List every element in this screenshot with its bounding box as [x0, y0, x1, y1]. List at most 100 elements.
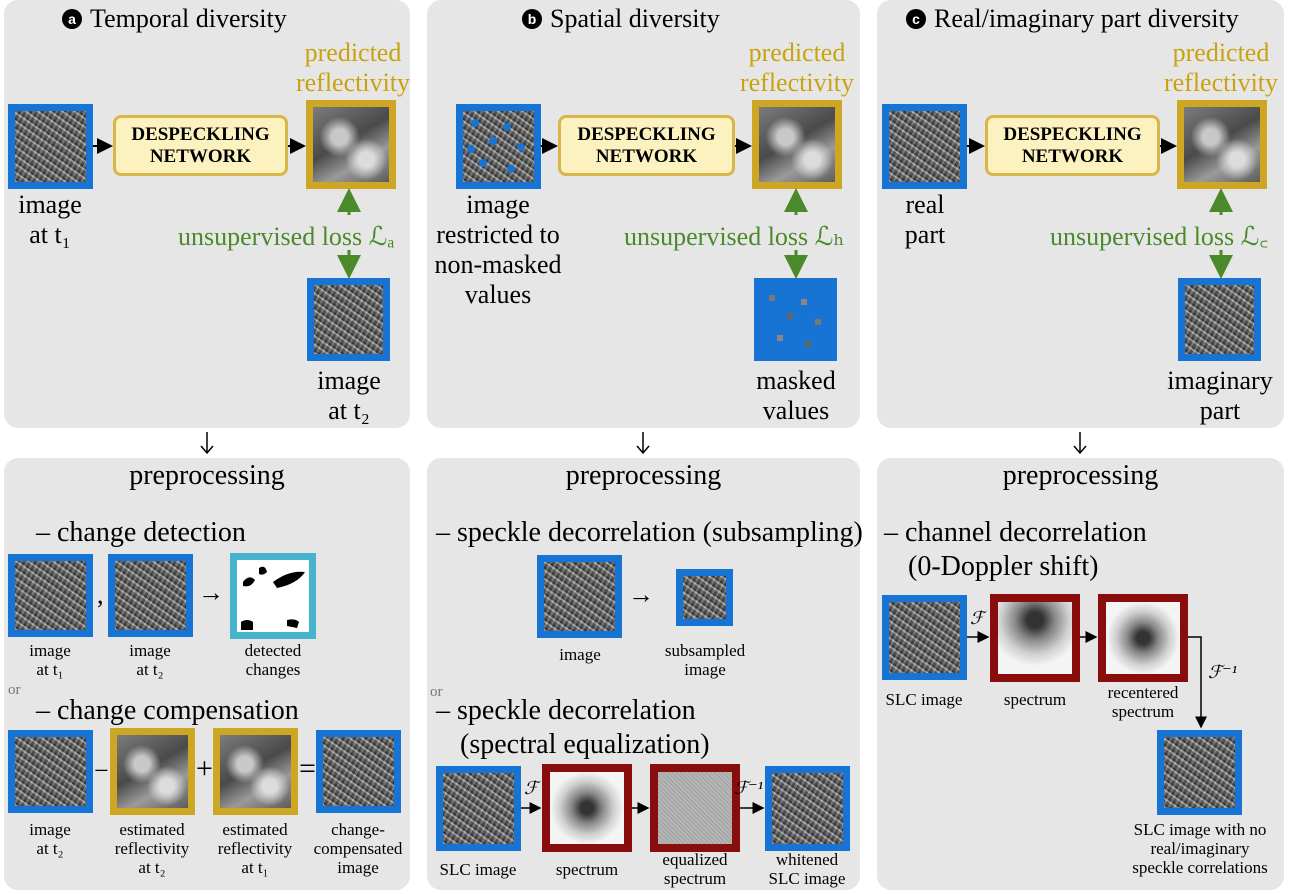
- panel-a-title-text: Temporal diversity: [90, 4, 287, 33]
- label-line: change-: [331, 820, 385, 839]
- label-line: real/imaginary: [1150, 839, 1250, 858]
- decorrelated-slc-label: SLC image with no real/imaginary speckle…: [1116, 820, 1284, 877]
- item-line: – channel decorrelation: [884, 517, 1147, 548]
- change-detection-item: – change detection: [36, 517, 246, 548]
- cc-label-est-t2: estimated reflectivity at t₂: [102, 820, 202, 877]
- label-line: at t₂: [138, 858, 166, 877]
- inverse-fourier-label-b: ℱ⁻¹: [734, 778, 764, 798]
- label-line: image: [29, 820, 71, 839]
- cd-label-changes: detected changes: [228, 641, 318, 679]
- network-line1: DESPECKLING: [131, 123, 270, 145]
- estimated-reflectivity-t2: [110, 728, 195, 815]
- predicted-reflectivity-label-c: predicted reflectivity: [1158, 38, 1284, 98]
- subsampled-image: [676, 569, 733, 626]
- cc-label-est-t1: estimated reflectivity at t₁: [205, 820, 305, 877]
- slc-image-label-c: SLC image: [885, 690, 963, 709]
- label-line: at t₂: [36, 839, 64, 858]
- cd-label-t1: image at t₁: [5, 641, 95, 679]
- equalized-spectrum-image: [650, 764, 740, 852]
- input-image-b: [456, 104, 541, 189]
- label-line: image: [317, 366, 381, 395]
- label-line: part: [904, 220, 946, 249]
- label-line: restricted to: [436, 220, 560, 249]
- label-line: image: [29, 641, 71, 660]
- decorrelated-slc-image: [1157, 730, 1242, 815]
- label-line: whitened: [775, 850, 839, 869]
- whitened-slc-label: whitened SLC image: [752, 850, 862, 888]
- item-line: (spectral equalization): [460, 729, 710, 760]
- masked-patches: [769, 295, 821, 347]
- estimated-reflectivity-t1: [213, 728, 298, 815]
- plus-sign: +: [196, 752, 213, 785]
- label-line: image: [684, 660, 726, 679]
- recentered-spectrum-label: recentered spectrum: [1090, 683, 1196, 721]
- item-line: (0-Doppler shift): [908, 551, 1099, 582]
- label-line: SLC image: [768, 869, 846, 888]
- label-line: SLC image with no: [1133, 820, 1267, 839]
- predicted-word: predicted: [1172, 38, 1270, 67]
- subsampling-item: – speckle decorrelation (subsampling): [436, 517, 863, 548]
- label-line: spectrum: [663, 869, 727, 888]
- input-image-a: [8, 104, 93, 189]
- arrow-to-changes: →: [198, 578, 224, 607]
- equalized-spectrum-label: equalized spectrum: [646, 850, 744, 888]
- subsampling-input-label: image: [559, 645, 601, 664]
- label-line: estimated: [222, 820, 288, 839]
- label-line: at t₁: [29, 220, 71, 249]
- subsampling-input-image: [537, 555, 622, 638]
- cc-label-compensated: change- compensated image: [308, 820, 408, 877]
- comma-separator: ,: [97, 580, 104, 609]
- network-line2: NETWORK: [149, 145, 252, 167]
- label-line: part: [1199, 396, 1241, 425]
- channel-decorrelation-item: – channel decorrelation (0-Doppler shift…: [884, 516, 1147, 584]
- predicted-word: predicted: [748, 38, 846, 67]
- cc-image-t2: [8, 730, 93, 813]
- equals-sign: =: [299, 752, 316, 785]
- label-line: image: [466, 190, 530, 219]
- fourier-label-b: ℱ: [524, 778, 539, 798]
- input-image-label-a: image at t₁: [5, 190, 95, 250]
- unsupervised-loss-c: unsupervised loss ℒ꜀: [1050, 222, 1269, 251]
- input-image-label-b: image restricted to non-masked values: [428, 190, 568, 310]
- label-line: estimated: [119, 820, 185, 839]
- unsupervised-loss-b: unsupervised loss ℒₕ: [624, 222, 845, 251]
- or-separator-b: or: [430, 684, 443, 700]
- spectrum-label-b: spectrum: [555, 860, 619, 879]
- slc-image-c: [882, 595, 967, 680]
- predicted-reflectivity-image-b: [752, 100, 842, 189]
- subsampled-label: subsampled image: [650, 641, 760, 679]
- label-line: speckle correlations: [1132, 858, 1268, 877]
- preprocessing-heading-a: preprocessing: [129, 460, 285, 491]
- masked-values-label: masked values: [740, 366, 852, 426]
- label-line: equalized: [662, 850, 728, 869]
- label-line: compensated: [313, 839, 403, 858]
- preprocessing-heading-c: preprocessing: [1002, 460, 1159, 491]
- minus-sign: −: [94, 756, 109, 785]
- cd-label-t2: image at t₂: [104, 641, 196, 679]
- label-line: image: [129, 641, 171, 660]
- label-line: masked: [756, 366, 836, 395]
- masked-values-image: [754, 278, 837, 361]
- label-line: at t₁: [36, 660, 64, 679]
- cd-image-t1: [8, 554, 93, 637]
- label-line: image: [337, 858, 379, 877]
- label-line: at t₂: [136, 660, 164, 679]
- slc-image-b: [436, 766, 521, 851]
- target-image-label-a: image at t₂: [300, 366, 398, 426]
- panel-c-title-text: Real/imaginary part diversity: [934, 4, 1239, 33]
- reflectivity-word: reflectivity: [739, 68, 855, 97]
- label-line: spectrum: [1111, 702, 1175, 721]
- label-line: real: [905, 190, 945, 219]
- slc-image-label-b: SLC image: [439, 860, 517, 879]
- panel-b-title-text: Spatial diversity: [550, 4, 720, 33]
- cd-image-t2: [108, 554, 193, 637]
- target-image-a: [307, 278, 390, 361]
- predicted-reflectivity-label-a: predicted reflectivity: [288, 38, 418, 98]
- real-part-image: [882, 104, 967, 189]
- label-line: reflectivity: [114, 839, 190, 858]
- preprocessing-panel-a: [4, 458, 410, 890]
- predicted-reflectivity-image-a: [306, 100, 396, 189]
- label-line: values: [464, 280, 532, 309]
